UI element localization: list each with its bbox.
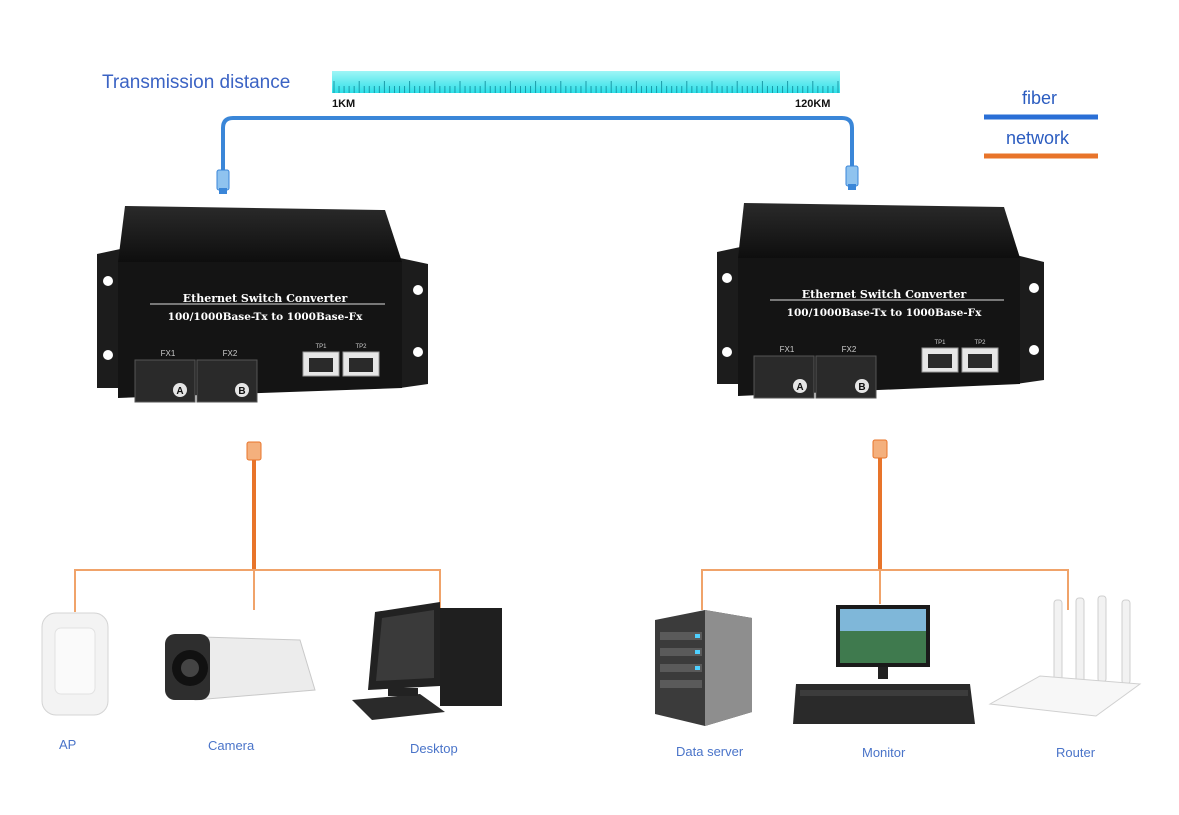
device-label-ap: AP <box>59 737 77 752</box>
fiber-connector-right <box>845 165 859 190</box>
legend-network-label: network <box>1006 128 1070 148</box>
ap-icon <box>41 612 109 716</box>
device-label-data-server: Data server <box>676 744 744 759</box>
device-label-camera: Camera <box>208 738 255 753</box>
fiber-connector-left <box>216 169 230 194</box>
ruler-start-label: 1KM <box>332 98 356 110</box>
desktop-icon <box>352 602 502 720</box>
device-label-monitor: Monitor <box>862 745 906 760</box>
port-b-label: B <box>238 386 245 397</box>
converter-right: Ethernet Switch Converter 100/1000Base-T… <box>717 203 1044 399</box>
fx2-label: FX2 <box>223 349 238 358</box>
data-server-icon <box>655 610 752 726</box>
monitor-icon <box>793 605 975 724</box>
converter-left-label: Ethernet Switch Converter <box>183 292 348 305</box>
fiber-cable <box>221 116 854 178</box>
tp1-label: TP1 <box>315 344 327 350</box>
ruler-end-label: 120KM <box>795 98 831 110</box>
converter-left-spec: 100/1000Base-Tx to 1000Base-Fx <box>168 311 363 323</box>
port-a-label: A <box>796 382 803 393</box>
network-cable-left <box>74 441 441 612</box>
fx2-label: FX2 <box>842 345 857 354</box>
port-a-label: A <box>176 386 183 397</box>
distance-ruler <box>332 71 840 93</box>
converter-right-label: Ethernet Switch Converter <box>802 288 967 301</box>
converter-left: Ethernet Switch Converter 100/1000Base-T… <box>97 206 428 403</box>
converter-right-spec: 100/1000Base-Tx to 1000Base-Fx <box>787 307 982 319</box>
fx1-label: FX1 <box>780 345 795 354</box>
network-cable-right <box>701 439 1069 610</box>
device-label-router: Router <box>1056 745 1096 760</box>
tp2-label: TP2 <box>974 340 986 346</box>
port-b-label: B <box>858 382 865 393</box>
router-icon <box>988 595 1142 717</box>
camera-icon <box>165 634 316 701</box>
transmission-distance-title: Transmission distance <box>102 72 291 93</box>
device-label-desktop: Desktop <box>410 741 458 756</box>
tp2-label: TP2 <box>355 344 367 350</box>
fx1-label: FX1 <box>161 349 176 358</box>
tp1-label: TP1 <box>934 340 946 346</box>
legend-fiber-label: fiber <box>1022 88 1058 108</box>
